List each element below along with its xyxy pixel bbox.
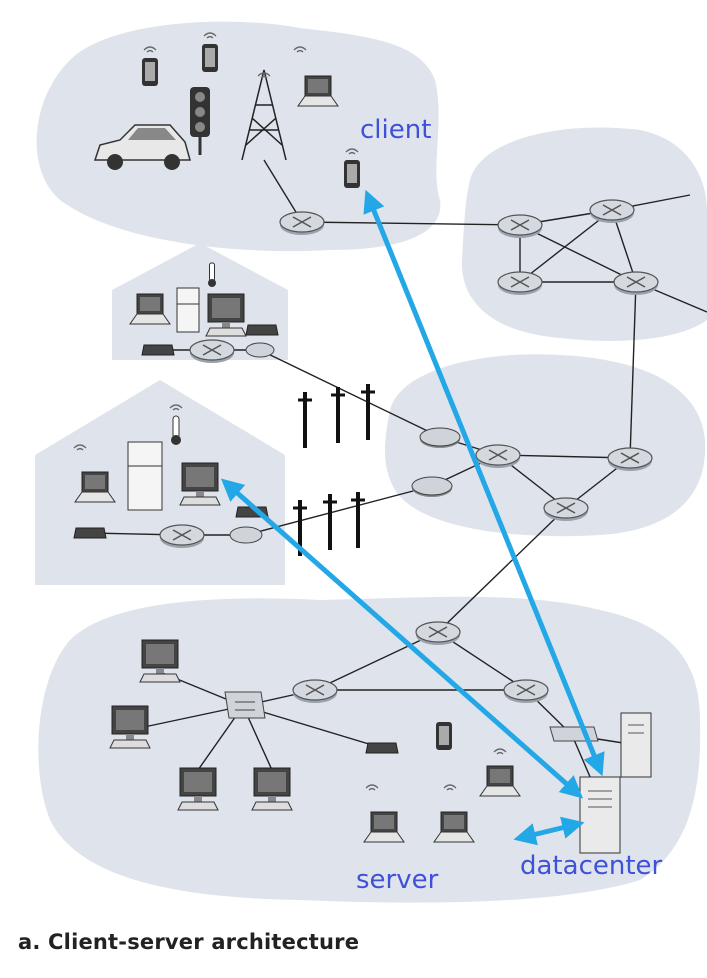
refrigerator-icon xyxy=(127,441,163,511)
datacenter-label: datacenter xyxy=(520,851,663,881)
home-upper-devices xyxy=(129,262,247,337)
client-label: client xyxy=(360,115,431,145)
modem-icon xyxy=(141,344,175,356)
mobile-devices xyxy=(93,32,360,188)
desktop-icon xyxy=(205,293,247,337)
server-icon xyxy=(579,776,621,854)
router-icon xyxy=(292,679,338,704)
smartphone-icon xyxy=(202,44,218,72)
desktop-icon xyxy=(179,462,221,506)
router-icon xyxy=(607,447,653,472)
home-gateway-icon xyxy=(229,526,263,544)
isp-cloud-upper xyxy=(461,127,707,341)
arrow-datacenter xyxy=(513,816,585,846)
tablet-icon xyxy=(436,722,452,750)
server-label: server xyxy=(356,865,439,895)
router-icon xyxy=(279,211,325,236)
thermometer-icon xyxy=(171,415,181,445)
client-smartphone-icon xyxy=(344,160,360,188)
ethernet-switch-icon xyxy=(549,726,599,742)
utility-pole-icon xyxy=(321,492,339,552)
router-icon xyxy=(159,524,205,549)
router-icon xyxy=(475,444,521,469)
desktop-icon xyxy=(139,639,181,683)
modem-icon xyxy=(73,527,107,539)
cell-tower-icon xyxy=(241,69,287,161)
smartphone-icon xyxy=(142,58,158,86)
enterprise-devices xyxy=(109,639,652,854)
router-icon xyxy=(497,214,543,239)
home-gateway-icon xyxy=(245,342,275,358)
utility-pole-icon xyxy=(359,382,377,442)
utility-pole-icon xyxy=(296,390,314,450)
client-server-arrows xyxy=(220,189,605,846)
cable-modem-icon xyxy=(411,476,453,497)
router-icon xyxy=(503,679,549,704)
traffic-light-icon xyxy=(190,87,210,155)
router-icon xyxy=(589,199,635,224)
router-icon xyxy=(189,339,235,364)
desktop-icon xyxy=(109,705,151,749)
home-lower-devices xyxy=(73,404,221,511)
utility-pole-icon xyxy=(349,490,367,550)
cable-modem-icon xyxy=(419,427,461,448)
router-icon xyxy=(497,271,543,296)
home-network-upper xyxy=(112,243,288,360)
car-icon xyxy=(93,124,191,170)
refrigerator-icon xyxy=(176,287,200,333)
utility-poles xyxy=(291,382,377,558)
wireless-ap-icon xyxy=(365,742,399,754)
mobile-network-cloud xyxy=(36,21,441,252)
utility-pole-icon xyxy=(329,385,347,445)
thermometer-icon xyxy=(208,262,216,287)
router-icon xyxy=(543,497,589,522)
server-icon xyxy=(620,712,652,778)
desktop-icon xyxy=(177,767,219,811)
arrow-home-to-server xyxy=(220,478,584,799)
wireless-ap-icon xyxy=(245,324,279,336)
desktop-icon xyxy=(251,767,293,811)
ethernet-switch-icon xyxy=(224,691,266,719)
router-icon xyxy=(415,621,461,646)
router-icon xyxy=(613,271,659,296)
figure-caption: a. Client-server architecture xyxy=(18,930,360,954)
